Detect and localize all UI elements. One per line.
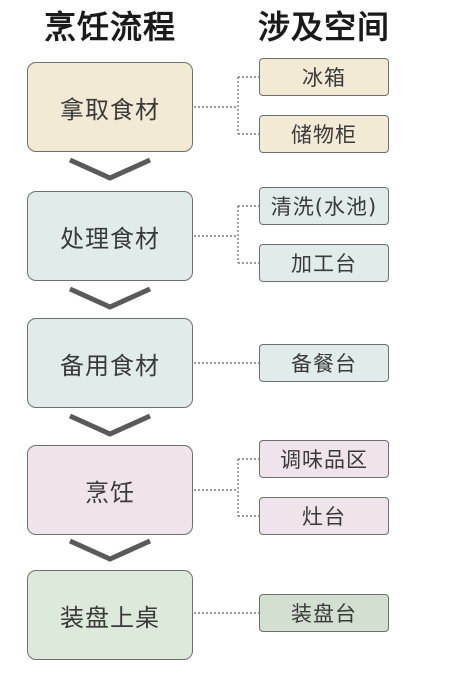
process-column-title: 烹饪流程 [44,8,177,46]
chevron-arrow-4 [68,538,152,562]
step-prepare-ingredients: 备用食材 [27,318,193,408]
chevron-arrow-2 [68,286,152,310]
step-process-ingredients: 处理食材 [27,191,193,281]
space-sink: 清洗(水池) [259,187,389,225]
space-fridge: 冰箱 [259,58,389,96]
chevron-arrow-1 [68,157,152,181]
step-take-ingredients: 拿取食材 [27,62,193,152]
space-stove: 灶台 [259,497,389,535]
chevron-arrow-3 [68,413,152,437]
step-plate-and-serve: 装盘上桌 [27,570,193,660]
space-prep-counter: 加工台 [259,244,389,282]
space-seasoning-area: 调味品区 [259,440,389,478]
space-column-title: 涉及空间 [258,8,391,46]
space-serving-counter: 备餐台 [259,344,389,382]
space-plating-counter: 装盘台 [259,594,389,632]
step-cooking: 烹饪 [27,445,193,535]
space-storage-cabinet: 储物柜 [259,115,389,153]
